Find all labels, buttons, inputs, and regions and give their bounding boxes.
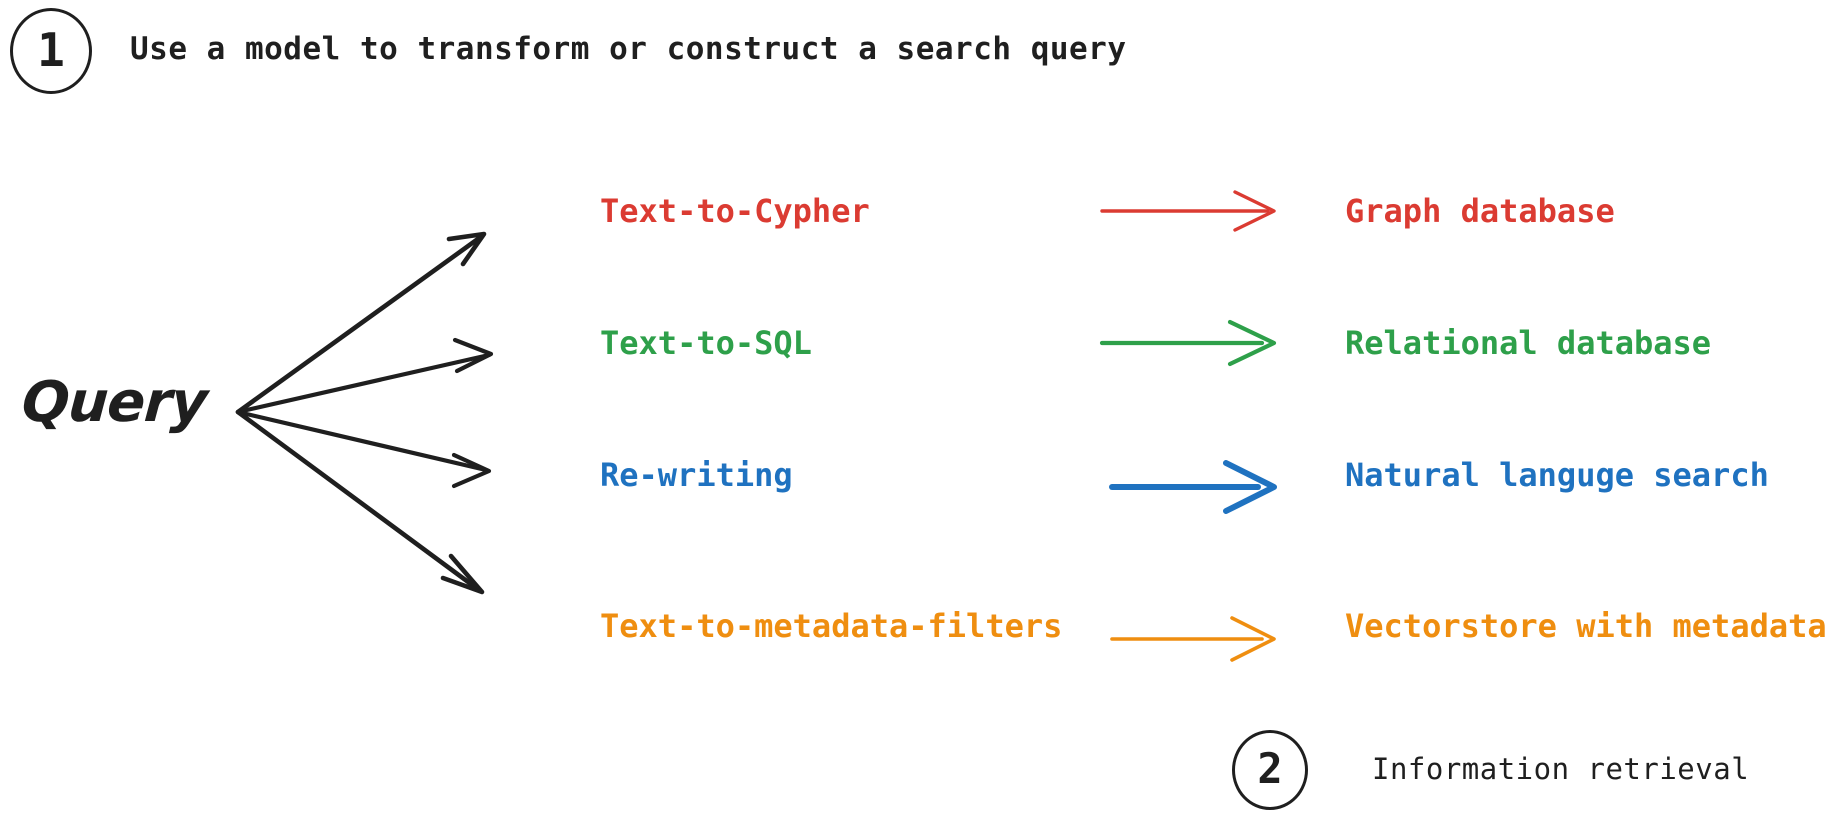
technique-label-text-to-cypher: Text-to-Cypher [600,192,870,230]
step-1-caption: Use a model to transform or construct a … [130,31,1127,67]
target-label-vectorstore-with-metadata: Vectorstore with metadata [1345,607,1827,645]
step-1-badge: 1 [10,8,92,94]
row-arrow-1 [1099,319,1277,367]
fan-arrow-3 [235,409,492,489]
technique-label-re-writing: Re-writing [600,456,793,494]
row-arrow-0 [1100,190,1276,232]
row-arrows [1099,190,1277,662]
technique-label-text-to-metadata-filters: Text-to-metadata-filters [600,607,1063,645]
step-2-badge: 2 [1232,730,1308,810]
query-label: Query [19,370,209,435]
query-fan-arrows [235,231,494,595]
row-arrow-3 [1110,616,1276,662]
fan-arrow-4 [235,409,485,595]
fan-arrow-2 [235,337,494,415]
technique-label-text-to-sql: Text-to-SQL [600,324,812,362]
step-1-number: 1 [37,23,65,77]
step-2-caption: Information retrieval [1372,752,1750,786]
fan-arrow-1 [235,231,487,415]
row-arrow-2 [1109,460,1277,514]
target-label-graph-database: Graph database [1345,192,1615,230]
target-label-relational-database: Relational database [1345,324,1712,362]
step-2-number: 2 [1257,744,1283,793]
target-label-natural-language-search: Natural languge search [1345,456,1769,494]
